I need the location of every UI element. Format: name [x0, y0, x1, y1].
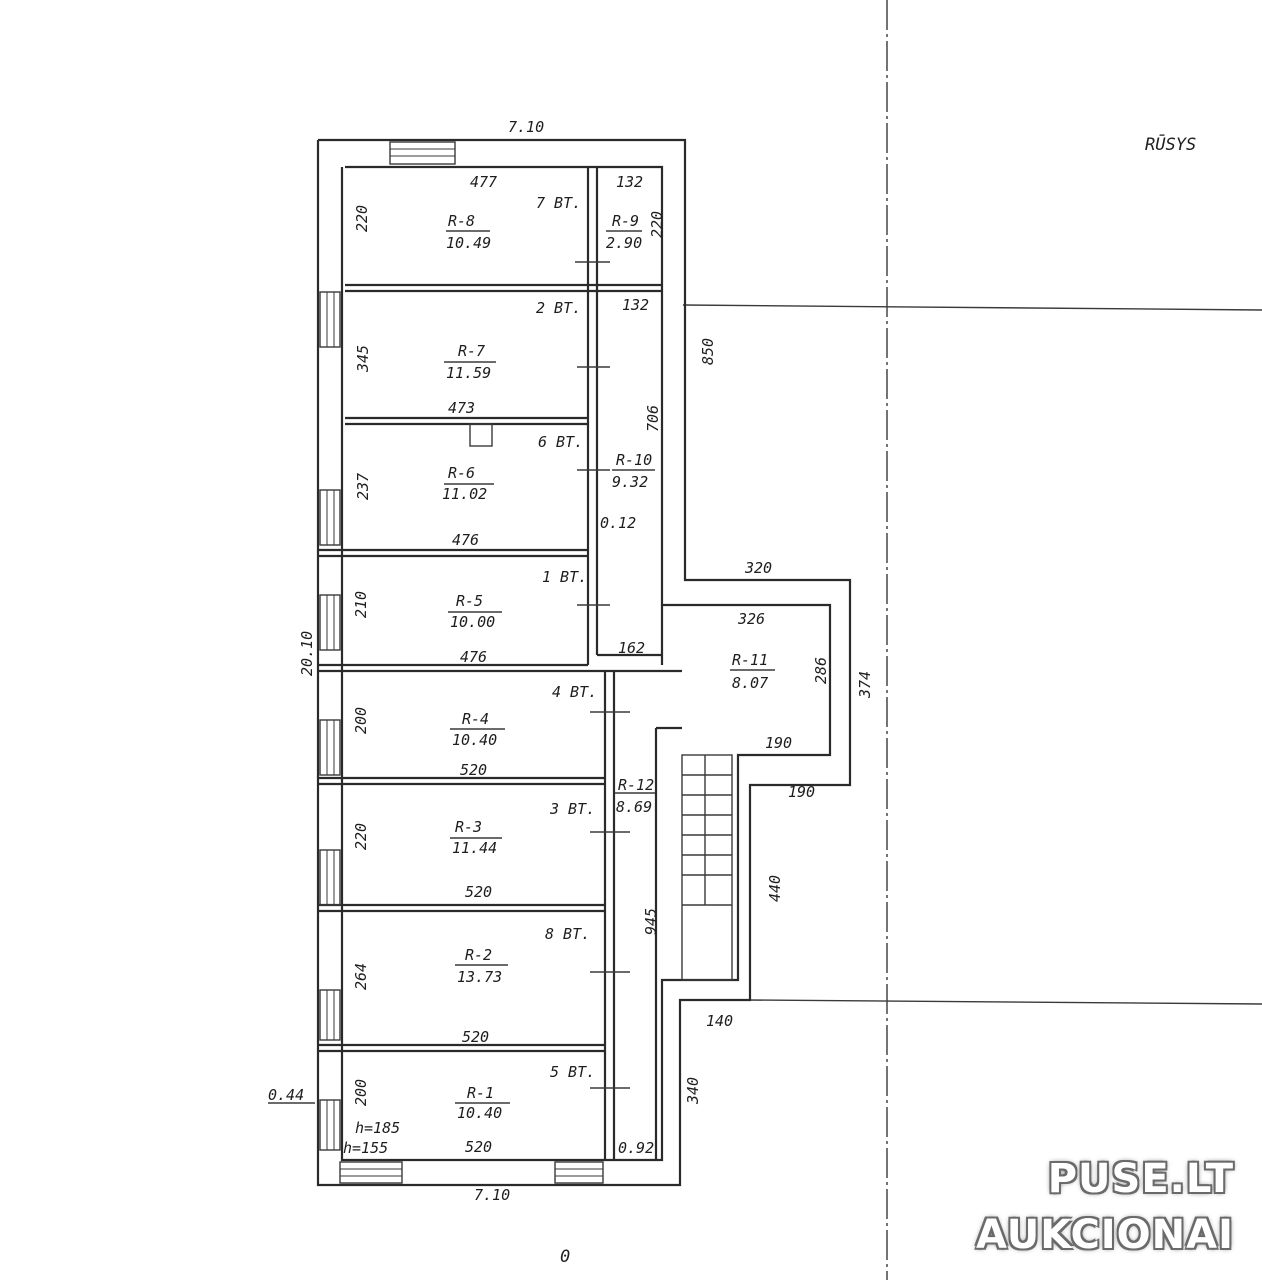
dim-ceiling-2: h=155 [343, 1139, 388, 1157]
dim-r2-height: 264 [352, 963, 370, 990]
dim-r4-height: 200 [352, 707, 370, 734]
stairs [681, 754, 733, 981]
dim-ceiling-1: h=185 [355, 1119, 400, 1137]
dim-ext-374: 374 [856, 671, 874, 699]
room-area: 10.49 [446, 234, 491, 252]
bottom-mark: 0 [560, 1247, 570, 1267]
room-area: 10.00 [450, 613, 495, 631]
dim-r11-width: 326 [737, 610, 765, 628]
dim-ext-340: 340 [684, 1077, 702, 1105]
dim-r10-gap: 0.12 [600, 514, 636, 532]
dim-ext-440: 440 [766, 875, 784, 902]
room-area: 10.40 [452, 731, 497, 749]
room-id: R-1 [467, 1084, 494, 1102]
dim-r2-width: 520 [462, 1028, 489, 1046]
dim-ext-140: 140 [706, 1012, 733, 1030]
dim-top-width: 7.10 [508, 118, 544, 136]
dim-r1-height: 200 [352, 1079, 370, 1106]
room-heater: 1 BT. [542, 568, 587, 586]
room-heater: 7 BT. [536, 194, 581, 212]
dim-corridor-bottom: 0.92 [618, 1139, 654, 1157]
dim-r8-height: 220 [353, 205, 371, 232]
room-heater: 6 BT. [538, 433, 583, 451]
dim-r11-bottom: 190 [765, 734, 792, 752]
watermark-line-1: PUSE.LT [1047, 1156, 1234, 1202]
dim-total-height: 20.10 [298, 631, 316, 676]
room-area: 10.40 [457, 1104, 502, 1122]
outer-walls [316, 138, 852, 1187]
room-heater: 5 BT. [550, 1063, 595, 1081]
room-id: R-11 [732, 651, 768, 669]
dim-r3-width: 520 [465, 883, 492, 901]
room-area: 8.07 [732, 674, 768, 692]
dim-ext-190: 190 [788, 783, 815, 801]
room-area: 8.69 [616, 798, 652, 816]
dim-r5-width: 476 [460, 648, 487, 666]
dim-bottom-width: 7.10 [474, 1186, 510, 1204]
room-area: 11.44 [452, 839, 497, 857]
room-area: 9.32 [612, 473, 648, 491]
dim-r9-width: 132 [616, 173, 643, 191]
dim-r7-height: 345 [354, 345, 372, 373]
watermark-line-2: AUKCIONAI [976, 1212, 1234, 1258]
dim-r7-width: 473 [448, 399, 475, 417]
dim-r5-height: 210 [352, 591, 370, 618]
room-id: R-6 [448, 464, 475, 482]
dim-r8-width: 477 [470, 173, 497, 191]
dim-r11-height: 286 [812, 657, 830, 684]
room-heater: 4 BT. [552, 683, 597, 701]
dim-r6-width: 476 [452, 531, 479, 549]
dim-r10-bottom: 162 [618, 639, 645, 657]
room-id: R-4 [462, 710, 489, 728]
dim-r10-top: 132 [622, 296, 649, 314]
room-area: 11.02 [442, 485, 487, 503]
room-area: 2.90 [606, 234, 642, 252]
dim-ext-850: 850 [699, 338, 717, 365]
room-id: R-12 [618, 776, 654, 794]
room-area: 11.59 [446, 364, 491, 382]
room-area: 13.73 [457, 968, 502, 986]
room-heater: 8 BT. [545, 925, 590, 943]
room-id: R-9 [612, 212, 639, 230]
room-id: R-2 [465, 946, 492, 964]
dim-r4-width: 520 [460, 761, 487, 779]
door-ticks [575, 261, 630, 1089]
room-heater: 3 BT. [549, 800, 595, 818]
room-heater: 2 BT. [536, 299, 581, 317]
room-id: R-8 [448, 212, 475, 230]
dim-r1-width: 520 [465, 1138, 492, 1156]
room-id: R-7 [458, 342, 485, 360]
dim-r10-height: 706 [644, 405, 662, 432]
dim-r3-height: 220 [352, 823, 370, 850]
dim-r9-height: 220 [648, 211, 666, 238]
windows [319, 141, 604, 1184]
room-partitions [318, 167, 682, 1160]
boundary-lines [682, 0, 1262, 1280]
dim-offset-left: 0.44 [268, 1086, 304, 1104]
room-underlines [268, 230, 775, 1104]
dim-ext-320: 320 [744, 559, 772, 577]
dim-r6-height: 237 [354, 473, 372, 500]
room-id: R-10 [616, 451, 652, 469]
room-id: R-3 [455, 818, 482, 836]
plan-title: RŪSYS [1145, 133, 1196, 155]
room-id: R-5 [456, 592, 483, 610]
dim-r12-height: 945 [642, 908, 660, 935]
